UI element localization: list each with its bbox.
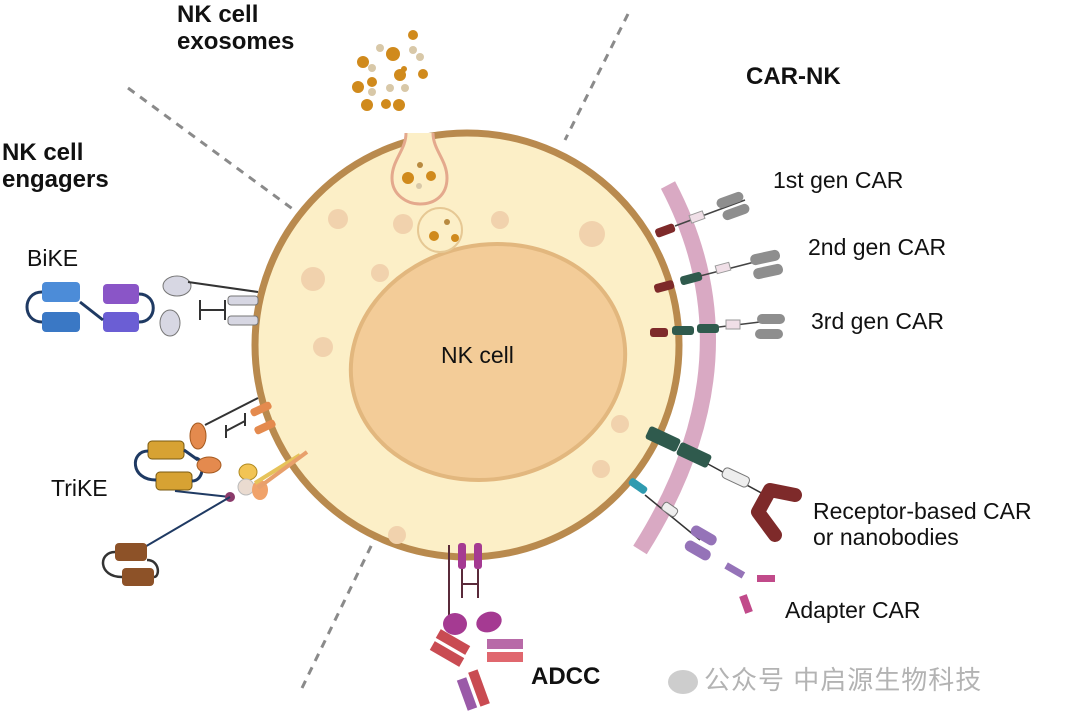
car-3rd-gen-construct [650,314,785,339]
label-trike: TriKE [51,475,108,501]
divider-line-top-right [563,13,630,141]
divider-line-top-left [127,86,295,212]
watermark: 公众号 中启源生物科技 [668,660,982,697]
label-receptor-line1: Receptor-based CAR [813,498,1032,524]
adcc-construct [429,543,523,711]
target-cell-membrane [633,181,716,555]
exosome-cluster [352,30,428,111]
label-receptor-based-car: Receptor-based CAR or nanobodies [813,498,1032,551]
label-car-3rd-gen: 3rd gen CAR [811,308,944,334]
label-bike: BiKE [27,245,79,271]
adapter-car-construct [628,478,775,614]
watermark-text: 公众号 中启源生物科技 [704,665,983,695]
label-engagers-line1: NK cell [2,139,84,166]
label-exosomes-line1: NK cell [177,1,259,28]
label-car-2nd-gen: 2nd gen CAR [808,234,947,260]
nk-cell-nucleus [348,242,628,482]
label-adcc: ADCC [531,663,601,690]
car-1st-gen-construct [655,191,750,238]
exosome-release-vesicle [390,132,463,253]
label-car-1st-gen: 1st gen CAR [773,167,904,193]
label-nk-cell-exosomes: NK cell exosomes [177,1,295,56]
label-engagers-line2: engagers [2,165,109,193]
label-adapter-car: Adapter CAR [785,597,921,623]
bike-construct [25,275,259,337]
label-exosomes-line2: exosomes [177,27,295,55]
label-receptor-line2: or nanobodies [813,523,959,550]
car-2nd-gen-construct [653,249,783,293]
trike-construct [101,397,309,586]
receptor-based-car-construct [645,426,802,542]
cytoplasmic-granules [301,209,629,544]
label-nk-cell-center: NK cell [441,342,514,368]
label-car-nk: CAR-NK [746,63,841,90]
divider-line-bottom [300,537,377,689]
label-nk-cell-engagers: NK cell engagers [2,139,109,194]
wechat-icon [668,670,698,695]
